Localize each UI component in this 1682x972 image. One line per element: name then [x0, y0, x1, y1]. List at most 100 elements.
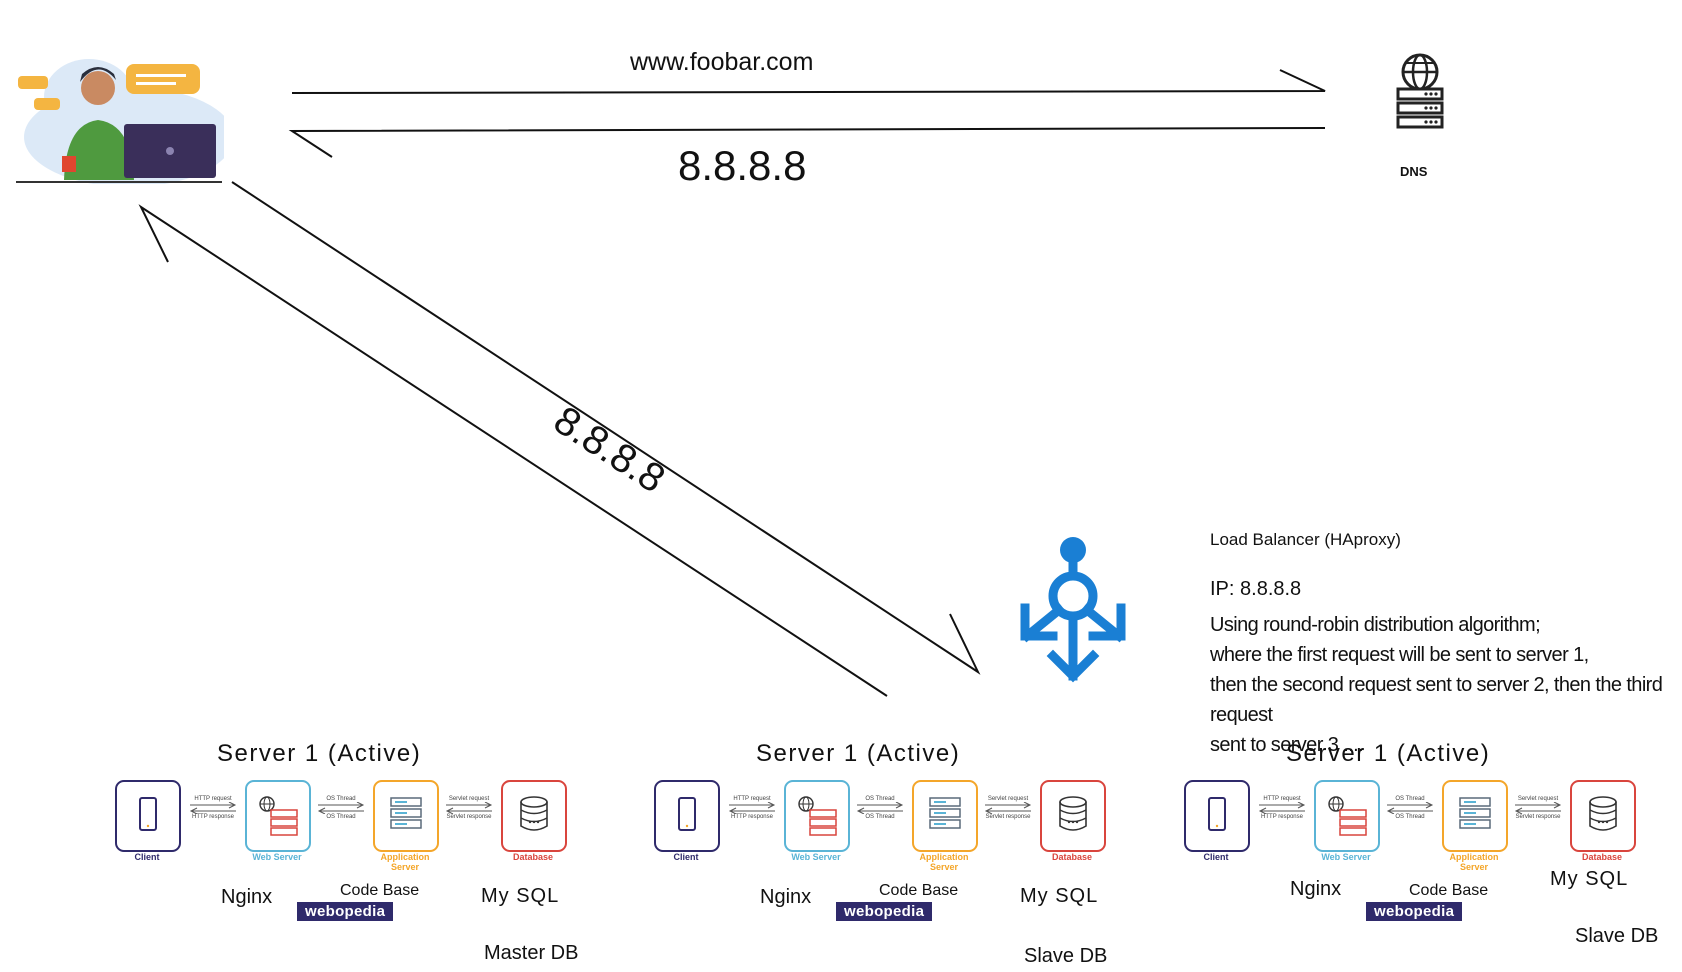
db-role-label: Slave DB	[1575, 925, 1659, 947]
app-caption: Application Server	[919, 852, 969, 872]
client-caption: Client	[134, 852, 160, 862]
request-caption: Servlet request	[987, 796, 1029, 802]
request-caption: OS Thread	[865, 796, 895, 802]
application-server-icon	[373, 780, 439, 852]
arrow-pair-icon	[317, 802, 365, 814]
arrow-pair-icon	[189, 802, 237, 814]
request-response-arrows: OS Thread OS Thread	[856, 796, 904, 820]
response-caption: OS Thread	[865, 814, 895, 820]
web-stack-label: Nginx	[1290, 878, 1342, 900]
arrow-pair-icon	[984, 802, 1032, 814]
web-stack-label: Nginx	[760, 886, 812, 908]
request-caption: HTTP request	[194, 796, 232, 802]
web-stack-label: Nginx	[221, 886, 273, 908]
webopedia-logo: webopedia	[297, 902, 394, 921]
response-caption: Servlet response	[446, 814, 492, 820]
database-icon	[1040, 780, 1106, 852]
lb-desc-line: sent to server 3 ....	[1210, 734, 1364, 756]
dns-response-ip-label: 8.8.8.8	[678, 142, 807, 189]
arrow-pair-icon	[856, 802, 904, 814]
db-stack-label: My SQL	[1550, 868, 1629, 890]
client-icon	[115, 780, 181, 852]
db-stack-label: My SQL	[1020, 885, 1099, 907]
arrow-pair-icon	[1514, 802, 1562, 814]
webopedia-logo: webopedia	[1366, 902, 1463, 921]
web-server-icon	[784, 780, 850, 852]
client-caption: Client	[1203, 852, 1229, 862]
response-caption: HTTP response	[192, 814, 234, 820]
request-to-lb-arrow	[231, 181, 981, 675]
app-caption: Application Server	[380, 852, 430, 872]
request-url-label: www.foobar.com	[630, 48, 814, 76]
db-role-label: Master DB	[484, 942, 579, 964]
database-icon	[1570, 780, 1636, 852]
web-server-icon	[1314, 780, 1380, 852]
response-caption: Servlet response	[985, 814, 1031, 820]
client-icon	[1184, 780, 1250, 852]
application-server-icon	[1442, 780, 1508, 852]
client-caption: Client	[673, 852, 699, 862]
arrow-pair-icon	[1258, 802, 1306, 814]
response-from-lb-arrow	[138, 204, 888, 697]
request-caption: Servlet request	[448, 796, 490, 802]
server-title: Server 1 (Active)	[217, 740, 422, 767]
dns-label: DNS	[1400, 164, 1428, 179]
request-caption: HTTP request	[733, 796, 771, 802]
server-stack: Server 1 (Active) Client Web Server Applica…	[115, 740, 575, 970]
request-caption: OS Thread	[326, 796, 356, 802]
app-stack-label: Code Base	[1409, 882, 1489, 899]
app-stack-label: Code Base	[340, 882, 420, 899]
load-balancer-description: Using round-robin distribution algorithm…	[1210, 610, 1680, 760]
webopedia-logo: webopedia	[836, 902, 933, 921]
lb-desc-line: then the second request sent to server 2…	[1210, 674, 1663, 726]
dns-server-icon	[1390, 52, 1450, 132]
app-stack-label: Code Base	[879, 882, 959, 899]
server-title: Server 1 (Active)	[1286, 740, 1491, 767]
app-caption: Application Server	[1449, 852, 1499, 872]
db-caption: Database	[512, 852, 554, 862]
db-caption: Database	[1051, 852, 1093, 862]
db-role-label: Slave DB	[1024, 945, 1108, 967]
load-balancer-title: Load Balancer (HAproxy)	[1210, 530, 1401, 549]
server-stack: Server 1 (Active) Client Web Server Applica…	[1184, 740, 1644, 970]
request-caption: Servlet request	[1517, 796, 1559, 802]
arrow-pair-icon	[1386, 802, 1434, 814]
response-caption: Servlet response	[1515, 814, 1561, 820]
response-caption: OS Thread	[1395, 814, 1425, 820]
request-response-arrows: OS Thread OS Thread	[317, 796, 365, 820]
dns-response-arrow	[288, 127, 1326, 158]
application-server-icon	[912, 780, 978, 852]
request-caption: HTTP request	[1263, 796, 1301, 802]
lb-desc-line: Using round-robin distribution algorithm…	[1210, 614, 1541, 636]
server-title: Server 1 (Active)	[756, 740, 961, 767]
db-stack-label: My SQL	[481, 885, 560, 907]
server-stack: Server 1 (Active) Client Web Server Applica…	[654, 740, 1114, 970]
client-icon	[654, 780, 720, 852]
db-caption: Database	[1581, 852, 1623, 862]
web-caption: Web Server	[1321, 852, 1371, 862]
request-caption: OS Thread	[1395, 796, 1425, 802]
arrow-pair-icon	[728, 802, 776, 814]
request-response-arrows: OS Thread OS Thread	[1386, 796, 1434, 820]
response-caption: HTTP response	[1261, 814, 1303, 820]
load-balancer-ip: IP: 8.8.8.8	[1210, 578, 1302, 600]
dns-request-arrow	[291, 69, 1326, 94]
response-caption: OS Thread	[326, 814, 356, 820]
web-caption: Web Server	[791, 852, 841, 862]
database-icon	[501, 780, 567, 852]
web-server-icon	[245, 780, 311, 852]
web-caption: Web Server	[252, 852, 302, 862]
load-balancer-icon	[1015, 536, 1131, 688]
lb-desc-line: where the first request will be sent to …	[1210, 644, 1589, 666]
response-caption: HTTP response	[731, 814, 773, 820]
user-with-laptop-icon	[14, 52, 234, 187]
arrow-pair-icon	[445, 802, 493, 814]
